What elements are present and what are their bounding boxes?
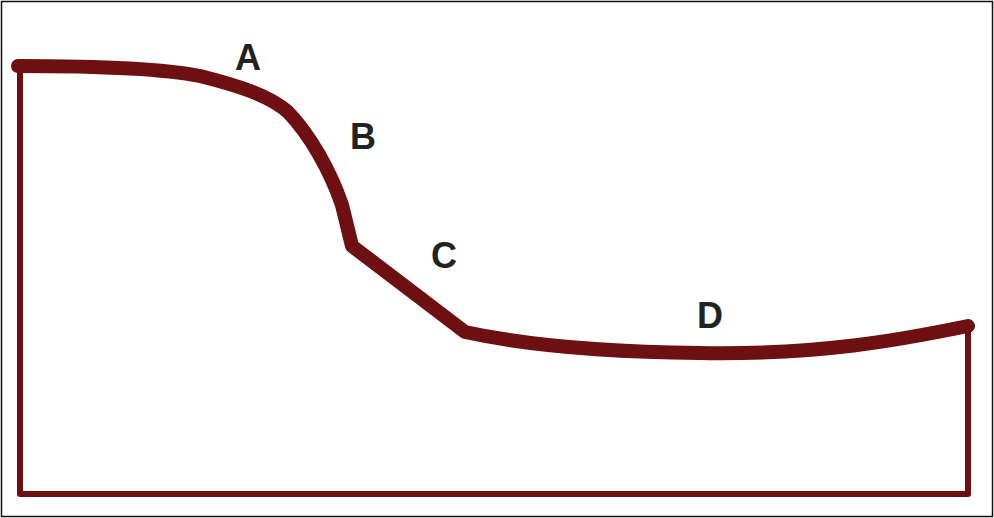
point-label: C [431, 238, 457, 274]
block-outline [20, 66, 968, 494]
point-label: B [350, 119, 376, 155]
point-label: D [697, 298, 723, 334]
slope-surface [18, 66, 968, 353]
point-label: A [235, 40, 261, 76]
